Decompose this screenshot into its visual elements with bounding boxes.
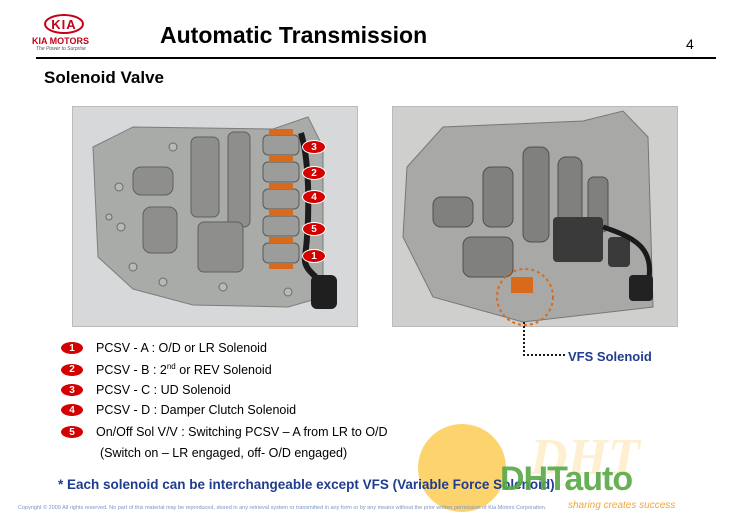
legend-badge: 4 <box>60 403 84 417</box>
kia-logo-name: KIA MOTORS <box>32 36 90 46</box>
watermark-bg-text: DHT <box>530 429 640 486</box>
vfs-solenoid-label: VFS Solenoid <box>568 349 652 364</box>
legend-item-4: 4 PCSV - D : Damper Clutch Solenoid <box>60 403 296 417</box>
legend-text: On/Off Sol V/V : Switching PCSV – A from… <box>96 425 388 439</box>
valve-body-photo-right <box>392 106 678 327</box>
kia-logo-mark: KIA <box>44 14 84 34</box>
slide-title: Automatic Transmission <box>160 22 428 48</box>
legend-subnote: (Switch on – LR engaged, off- O/D engage… <box>100 446 348 460</box>
valve-body-illustration-left <box>73 107 357 326</box>
legend-item-5: 5 On/Off Sol V/V : Switching PCSV – A fr… <box>60 425 388 439</box>
legend-badge: 5 <box>60 425 84 439</box>
vfs-callout-line <box>523 322 566 356</box>
legend-text: PCSV - D : Damper Clutch Solenoid <box>96 403 297 417</box>
legend-item-2: 2 PCSV - B : 2nd or REV Solenoid <box>60 362 272 377</box>
watermark-circle <box>418 424 506 512</box>
legend-badge: 3 <box>60 383 84 397</box>
section-title: Solenoid Valve <box>44 68 164 87</box>
legend-badge: 2 <box>60 362 84 377</box>
solenoid-badge-2: 2 <box>302 166 326 180</box>
solenoid-badge-5: 5 <box>302 222 326 236</box>
legend-text: PCSV - A : O/D or LR Solenoid <box>96 341 267 355</box>
legend-item-3: 3 PCSV - C : UD Solenoid <box>60 383 231 397</box>
copyright-footer: Copyright © 2009 All rights reserved. No… <box>18 505 547 511</box>
legend-badge: 1 <box>60 341 84 355</box>
solenoid-badge-1: 1 <box>302 249 326 263</box>
kia-logo: KIA KIA MOTORS The Power to Surprise <box>32 14 98 54</box>
kia-logo-tagline: The Power to Surprise <box>36 46 86 52</box>
watermark-text: DHTauto <box>500 460 633 498</box>
watermark-subtext: sharing creates success <box>568 500 676 511</box>
interchangeable-note: * Each solenoid can be interchangeable e… <box>58 477 555 492</box>
header-divider <box>36 57 716 59</box>
legend-item-1: 1 PCSV - A : O/D or LR Solenoid <box>60 341 267 355</box>
page-number: 4 <box>686 36 694 52</box>
solenoid-badge-4: 4 <box>302 190 326 204</box>
legend-text: PCSV - B : 2nd or REV Solenoid <box>96 362 272 378</box>
legend-text: PCSV - C : UD Solenoid <box>96 383 231 397</box>
solenoid-badge-3: 3 <box>302 140 326 154</box>
valve-body-illustration-right <box>393 107 677 326</box>
